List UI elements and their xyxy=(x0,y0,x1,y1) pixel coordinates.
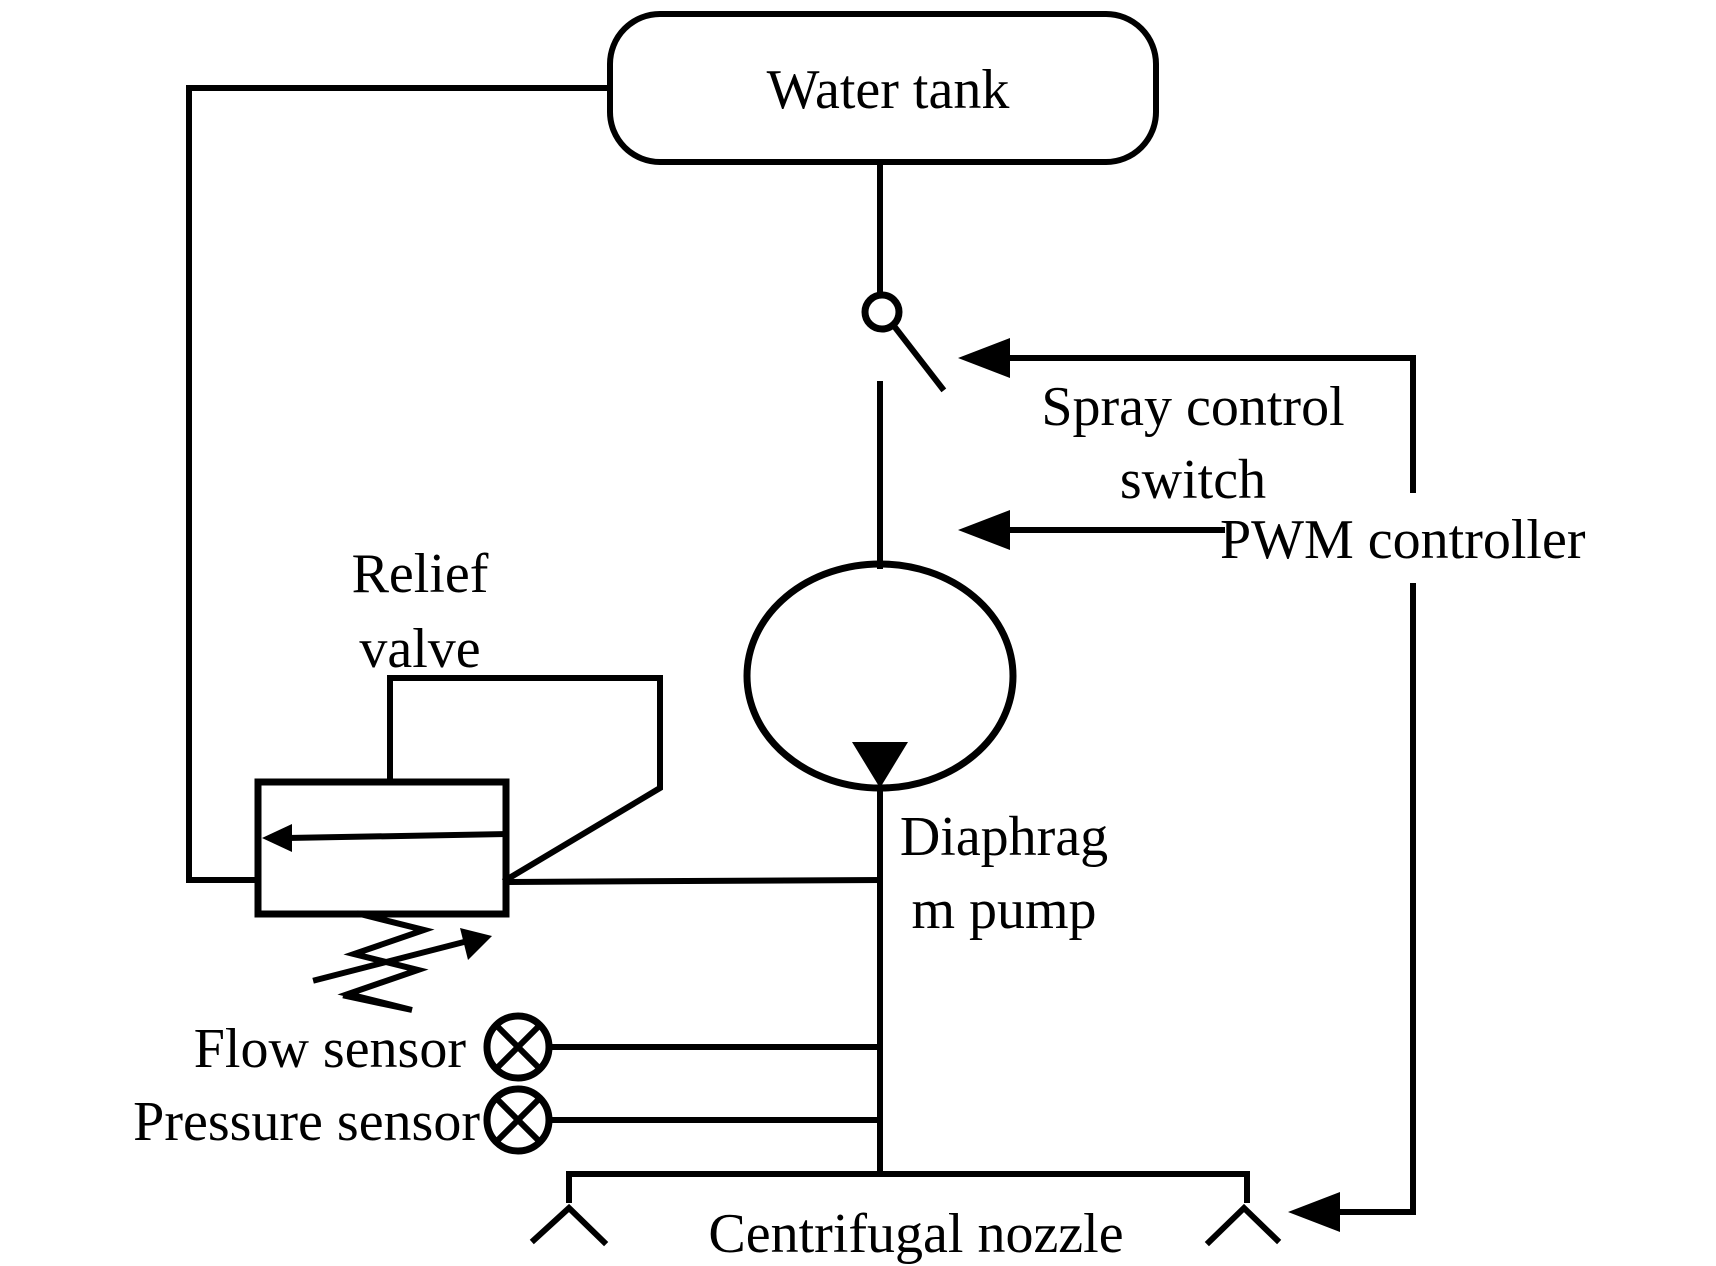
relief-valve-flow-arrow xyxy=(286,830,510,842)
valve-to-main-line xyxy=(502,876,884,886)
water-tank-label: Water tank xyxy=(767,59,1010,121)
pressure-sensor-label: Pressure sensor xyxy=(133,1091,480,1153)
flow-sensor: Flow sensor xyxy=(194,1012,883,1082)
relief-valve-label-line2: valve xyxy=(359,618,480,680)
centrifugal-nozzle: Centrifugal nozzle xyxy=(529,1171,1282,1265)
relief-valve-body xyxy=(254,778,510,918)
spring-adjust-arrow xyxy=(312,938,468,984)
relief-valve-spring xyxy=(337,910,435,1013)
nozzle-left-head xyxy=(529,1203,609,1247)
relief-valve-pilot-line xyxy=(387,675,663,885)
spray-switch-label-line2: switch xyxy=(1120,449,1266,511)
nozzle-manifold xyxy=(566,1171,1250,1203)
pump-label-line2: m pump xyxy=(911,879,1096,941)
pump-control-arrowhead xyxy=(958,510,1010,550)
switch-control-arrowhead xyxy=(958,338,1010,378)
pressure-sensor: Pressure sensor xyxy=(133,1085,883,1155)
pwm-to-nozzle-line xyxy=(1337,583,1416,1215)
pump-label-line1: Diaphrag xyxy=(900,806,1108,868)
diaphragm-pump: Diaphrag m pump xyxy=(743,560,1108,1175)
pwm-controller: PWM controller xyxy=(958,338,1586,1232)
switch-pivot xyxy=(861,291,903,333)
nozzle-right-head xyxy=(1204,1203,1282,1247)
switch-lever xyxy=(889,321,947,393)
return-line xyxy=(186,85,613,883)
spring-adjust-arrowhead xyxy=(460,928,492,960)
flow-sensor-label: Flow sensor xyxy=(194,1018,467,1080)
pwm-to-switch-line xyxy=(997,355,1416,493)
relief-valve: Relief valve xyxy=(254,543,884,1013)
pump-outlet-triangle xyxy=(852,742,908,788)
water-tank: Water tank xyxy=(607,11,1159,165)
nozzle-label: Centrifugal nozzle xyxy=(708,1203,1123,1265)
spray-switch-label-line1: Spray control xyxy=(1041,376,1344,438)
nozzle-control-arrowhead xyxy=(1288,1192,1340,1232)
pwm-controller-label: PWM controller xyxy=(1220,509,1586,571)
spray-control-switch: Spray control switch xyxy=(861,291,1345,569)
relief-valve-label-line1: Relief xyxy=(352,543,489,605)
relief-valve-flow-arrowhead xyxy=(262,824,292,852)
